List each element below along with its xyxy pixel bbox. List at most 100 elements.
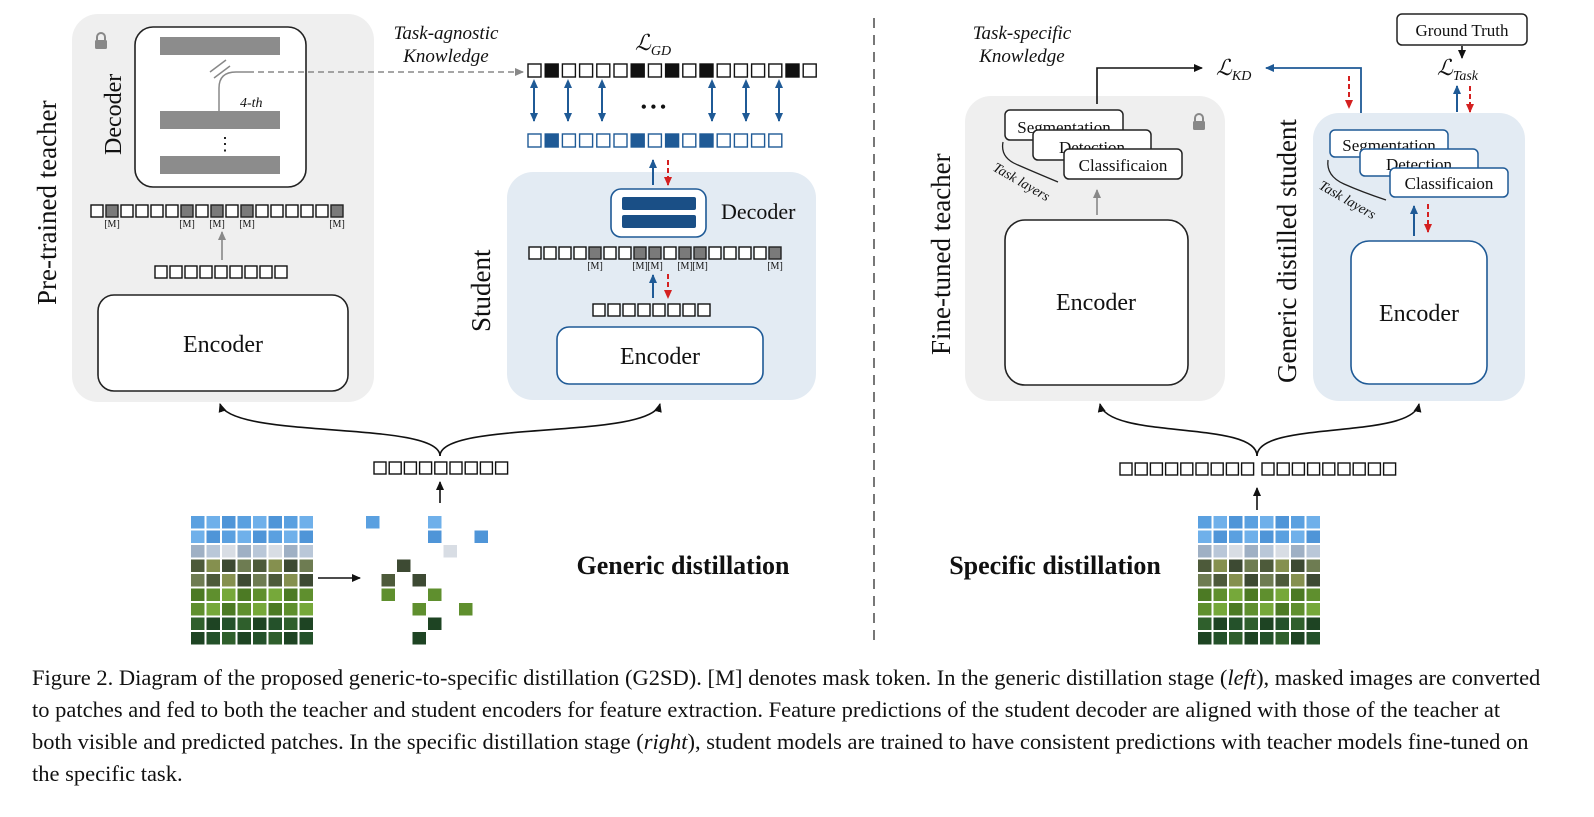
- token: [449, 461, 463, 475]
- token: [561, 63, 577, 78]
- caption-left-word: left: [1227, 665, 1257, 690]
- image-patch: [1244, 588, 1258, 601]
- token: [633, 246, 647, 260]
- token: [418, 461, 433, 475]
- token: [274, 265, 288, 279]
- token: [244, 265, 258, 279]
- image-patch: [1275, 530, 1289, 543]
- image-patch: [253, 545, 267, 558]
- generic-stage-title: Generic distillation: [576, 551, 790, 580]
- image-patch: [412, 632, 426, 645]
- image-patch: [1213, 617, 1227, 630]
- image-patch: [222, 530, 236, 543]
- image-patch: [1306, 588, 1320, 601]
- image-patch: [1260, 603, 1274, 616]
- token: [1322, 462, 1336, 476]
- right-input-token-row: [1119, 462, 1397, 476]
- task-specific-line2: Knowledge: [978, 46, 1065, 67]
- token: [285, 204, 299, 218]
- token: [1180, 462, 1194, 476]
- image-patch: [237, 574, 251, 587]
- token: [90, 204, 104, 218]
- token: [682, 63, 697, 78]
- token: [596, 133, 611, 148]
- image-patch: [299, 559, 313, 572]
- image-patch: [1306, 516, 1320, 529]
- token: [630, 63, 645, 78]
- image-patch: [1291, 559, 1305, 572]
- image-patch: [1198, 603, 1212, 616]
- image-patch: [284, 574, 298, 587]
- token: [527, 63, 542, 78]
- student-to-kd-arrow: [1265, 64, 1362, 130]
- token: [1149, 462, 1164, 476]
- image-patch: [253, 617, 267, 630]
- image-patch: [268, 559, 282, 572]
- token: [693, 246, 707, 260]
- image-patch: [428, 617, 442, 630]
- image-patch: [1291, 603, 1305, 616]
- token: [494, 461, 509, 475]
- image-patch: [1229, 545, 1243, 558]
- image-patch: [191, 603, 205, 616]
- decoder-layer-bar: [160, 156, 280, 174]
- image-patch: [206, 530, 220, 543]
- image-patch: [253, 516, 267, 529]
- image-patch: [1229, 559, 1243, 572]
- image-patch: [206, 603, 220, 616]
- image-patch: [237, 545, 251, 558]
- token: [682, 303, 696, 317]
- image-patch: [1275, 588, 1289, 601]
- ground-truth-box: [1396, 13, 1528, 46]
- token: [682, 133, 697, 148]
- mask-token-label: [M]: [104, 219, 120, 230]
- image-patch: [237, 516, 251, 529]
- token: [1119, 462, 1133, 476]
- token: [652, 303, 666, 317]
- image-patch: [459, 603, 473, 616]
- image-patch: [191, 559, 205, 572]
- image-patch: [237, 603, 251, 616]
- token: [479, 461, 494, 475]
- image-patch: [222, 588, 236, 601]
- image-grid: [1198, 516, 1320, 645]
- finetuned-teacher-encoder-label: Encoder: [1056, 290, 1136, 316]
- token: [607, 303, 621, 317]
- image-patch: [206, 632, 220, 645]
- token: [603, 246, 617, 260]
- lock-icon: [1193, 113, 1205, 130]
- token: [1337, 462, 1351, 476]
- token: [169, 265, 183, 279]
- token: [613, 133, 628, 148]
- image-patch: [1275, 516, 1289, 529]
- image-patch: [222, 617, 236, 630]
- image-patch: [253, 530, 267, 543]
- image-patch: [206, 516, 220, 529]
- image-patch: [1244, 559, 1258, 572]
- image-patch: [1244, 530, 1258, 543]
- image-patch: [1291, 530, 1305, 543]
- alignment-ellipsis: • • •: [641, 99, 666, 116]
- image-patch: [1306, 530, 1320, 543]
- image-patch: [428, 530, 442, 543]
- token: [150, 204, 164, 218]
- image-patch: [1260, 574, 1274, 587]
- token: [270, 204, 284, 218]
- token: [733, 63, 749, 78]
- task-agnostic-line1: Task-agnostic: [394, 23, 499, 44]
- ground-truth-label: Ground Truth: [1415, 21, 1509, 40]
- image-patch: [1198, 574, 1212, 587]
- image-patch: [268, 632, 282, 645]
- token: [214, 265, 228, 279]
- image-patch: [191, 574, 205, 587]
- image-patch: [299, 516, 313, 529]
- image-patch: [253, 603, 267, 616]
- token: [300, 204, 314, 218]
- image-patch: [397, 559, 411, 572]
- image-patch: [268, 530, 282, 543]
- decoder-layer-bar: [160, 111, 280, 129]
- student-encoder-box: [556, 326, 764, 385]
- token: [154, 265, 168, 279]
- image-patch: [284, 530, 298, 543]
- loss-kd: ℒKD: [1216, 55, 1251, 84]
